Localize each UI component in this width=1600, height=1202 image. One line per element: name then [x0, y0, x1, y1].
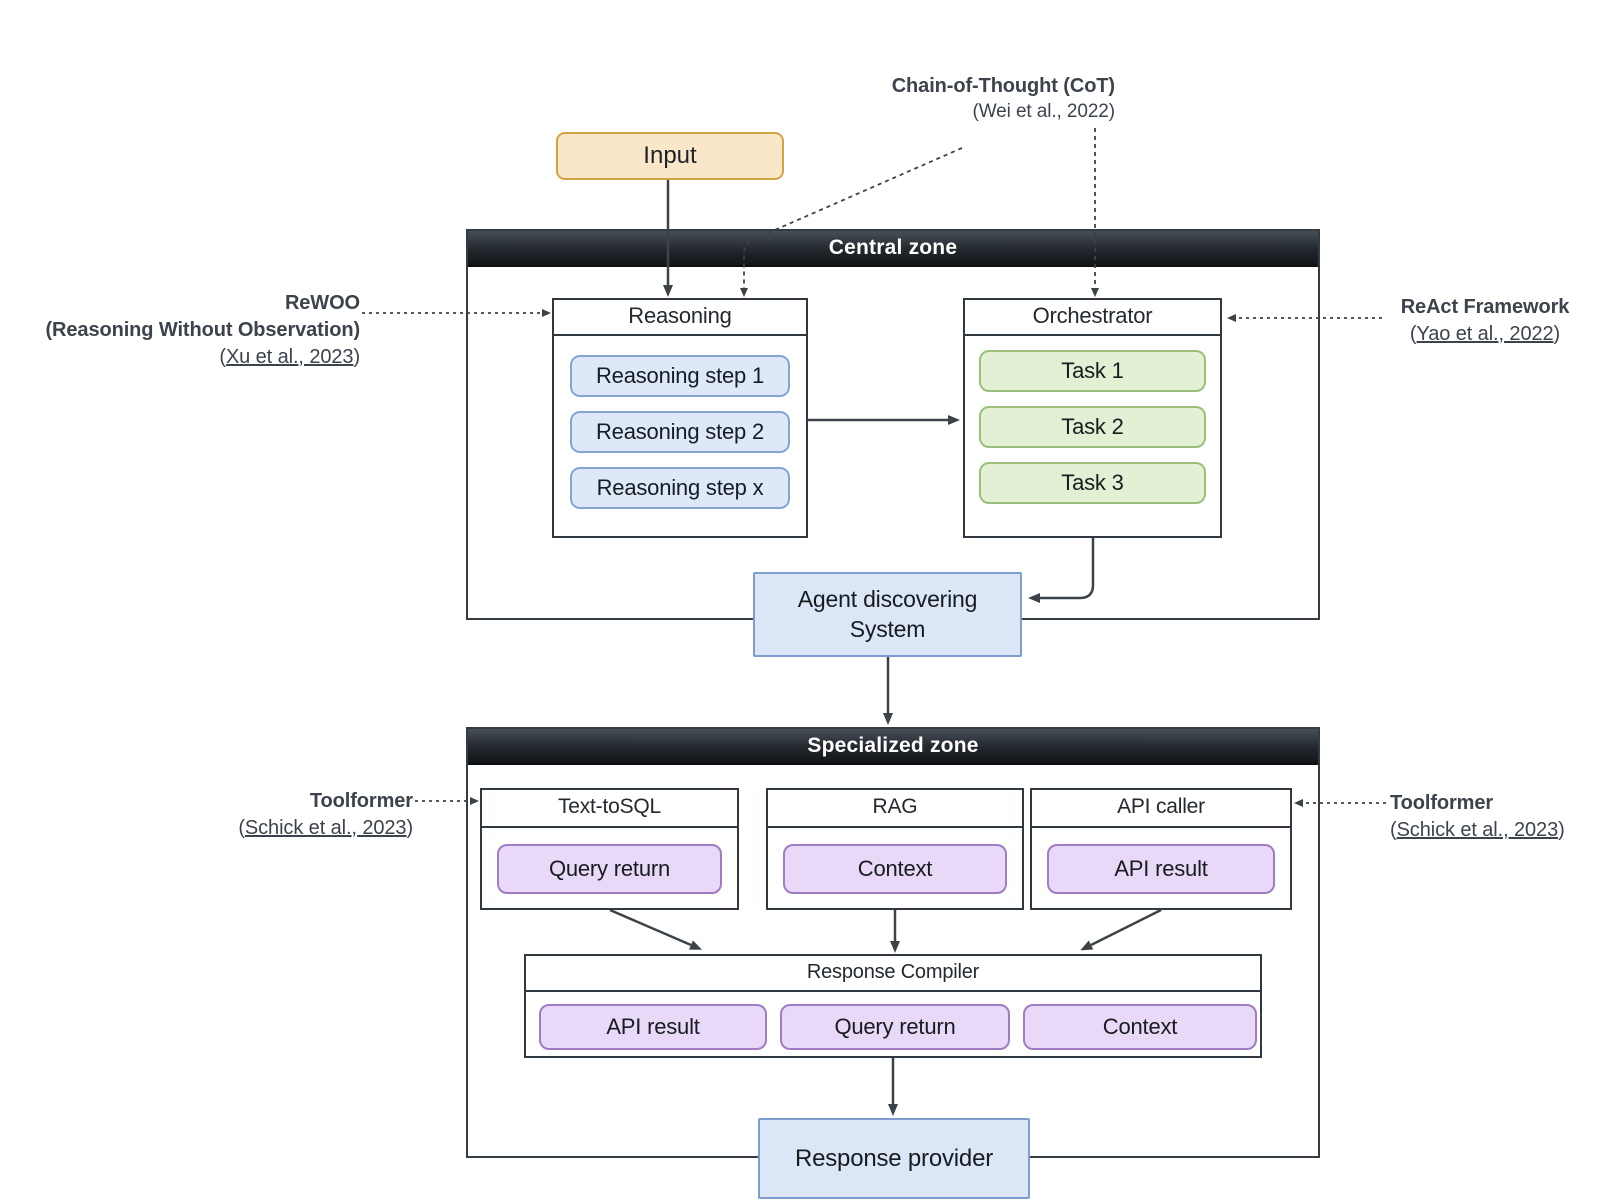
rag-panel-header: RAG	[768, 790, 1022, 828]
api-result-label: API result	[1114, 856, 1208, 881]
query-return-label: Query return	[548, 856, 671, 881]
apicaller-panel-header: API caller	[1032, 790, 1290, 828]
react-citation-link[interactable]: Yao et al., 2022	[1416, 323, 1554, 345]
reasoning-panel-header: Reasoning	[554, 300, 806, 336]
apicaller-panel: API caller API result	[1030, 788, 1292, 910]
toolformer-right-citation: (Schick et al., 2023)	[1390, 817, 1600, 844]
response-compiler-header: Response Compiler	[526, 956, 1260, 992]
input-label: Input	[643, 142, 697, 169]
agent-discovery-label: Agent discovering System	[797, 585, 978, 642]
compiler-api-result-label: API result	[606, 1014, 700, 1039]
task-label: Task 1	[1061, 358, 1124, 383]
response-compiler-title: Response Compiler	[806, 961, 980, 983]
reasoning-panel: Reasoning Reasoning step 1 Reasoning ste…	[552, 298, 808, 538]
task-label: Task 2	[1061, 414, 1124, 439]
rag-panel: RAG Context	[766, 788, 1024, 910]
paren: )	[1553, 323, 1561, 345]
specialized-zone-title: Specialized zone	[807, 734, 979, 757]
orchestrator-panel: Orchestrator Task 1 Task 2 Task 3	[963, 298, 1222, 538]
paren: )	[1558, 819, 1565, 841]
texttosql-panel-header: Text-toSQL	[482, 790, 737, 828]
paren: )	[353, 346, 360, 368]
toolformer-left-citation-link[interactable]: Schick et al., 2023	[244, 817, 407, 839]
toolformer-left-annotation: Toolformer (Schick et al., 2023)	[63, 788, 413, 842]
apicaller-title: API caller	[1117, 795, 1205, 818]
task-item: Task 2	[979, 406, 1206, 448]
rag-title: RAG	[872, 795, 918, 818]
reasoning-step: Reasoning step 2	[570, 411, 790, 453]
react-title: ReAct Framework	[1400, 296, 1570, 318]
texttosql-panel: Text-toSQL Query return	[480, 788, 739, 910]
response-provider-node: Response provider	[758, 1118, 1030, 1199]
orchestrator-panel-header: Orchestrator	[965, 300, 1220, 336]
paren: (	[1409, 323, 1417, 345]
cot-citation: (Wei et al., 2022)	[972, 101, 1115, 122]
compiler-context-label: Context	[1102, 1014, 1178, 1039]
paren: (	[238, 817, 245, 839]
agent-discovery-node: Agent discovering System	[753, 572, 1022, 657]
compiler-api-result-pill: API result	[539, 1004, 767, 1050]
api-result-pill: API result	[1047, 844, 1275, 894]
rewoo-citation: (Xu et al., 2023)	[0, 344, 360, 371]
toolformer-left-title: Toolformer	[309, 790, 413, 812]
rewoo-annotation: ReWOO (Reasoning Without Observation) (X…	[0, 290, 361, 371]
reasoning-step-label: Reasoning step x	[596, 475, 764, 500]
paren: )	[406, 817, 413, 839]
reasoning-title: Reasoning	[628, 303, 732, 328]
central-zone-header: Central zone	[468, 231, 1318, 267]
response-provider-label: Response provider	[794, 1144, 994, 1172]
task-item: Task 1	[979, 350, 1206, 392]
compiler-context-pill: Context	[1023, 1004, 1257, 1050]
compiler-query-return-label: Query return	[834, 1014, 956, 1039]
orchestrator-title: Orchestrator	[1032, 303, 1153, 328]
context-label: Context	[857, 856, 933, 881]
toolformer-right-annotation: Toolformer (Schick et al., 2023)	[1390, 790, 1600, 844]
context-pill: Context	[783, 844, 1007, 894]
toolformer-right-title: Toolformer	[1390, 792, 1494, 814]
rewoo-title: ReWOO	[284, 292, 360, 314]
compiler-query-return-pill: Query return	[780, 1004, 1010, 1050]
paren: (	[1390, 819, 1397, 841]
rewoo-subtitle: (Reasoning Without Observation)	[45, 319, 361, 341]
central-zone-title: Central zone	[828, 236, 958, 259]
toolformer-right-citation-link[interactable]: Schick et al., 2023	[1396, 819, 1559, 841]
task-item: Task 3	[979, 462, 1206, 504]
react-citation: (Yao et al., 2022)	[1385, 321, 1585, 348]
response-compiler-panel: Response Compiler API result Query retur…	[524, 954, 1262, 1058]
specialized-zone-header: Specialized zone	[468, 729, 1318, 765]
reasoning-step-label: Reasoning step 2	[595, 419, 765, 444]
react-annotation: ReAct Framework (Yao et al., 2022)	[1385, 294, 1585, 348]
texttosql-title: Text-toSQL	[557, 795, 662, 818]
reasoning-step-label: Reasoning step 1	[595, 363, 765, 388]
toolformer-left-citation: (Schick et al., 2023)	[63, 815, 413, 842]
reasoning-step: Reasoning step x	[570, 467, 790, 509]
task-label: Task 3	[1061, 470, 1124, 495]
reasoning-step: Reasoning step 1	[570, 355, 790, 397]
paren: (	[219, 346, 226, 368]
input-node: Input	[556, 132, 784, 180]
query-return-pill: Query return	[497, 844, 722, 894]
cot-title: Chain-of-Thought (CoT)	[891, 75, 1115, 97]
cot-annotation: Chain-of-Thought (CoT) (Wei et al., 2022…	[715, 74, 1115, 124]
rewoo-citation-link[interactable]: Xu et al., 2023	[225, 346, 354, 368]
